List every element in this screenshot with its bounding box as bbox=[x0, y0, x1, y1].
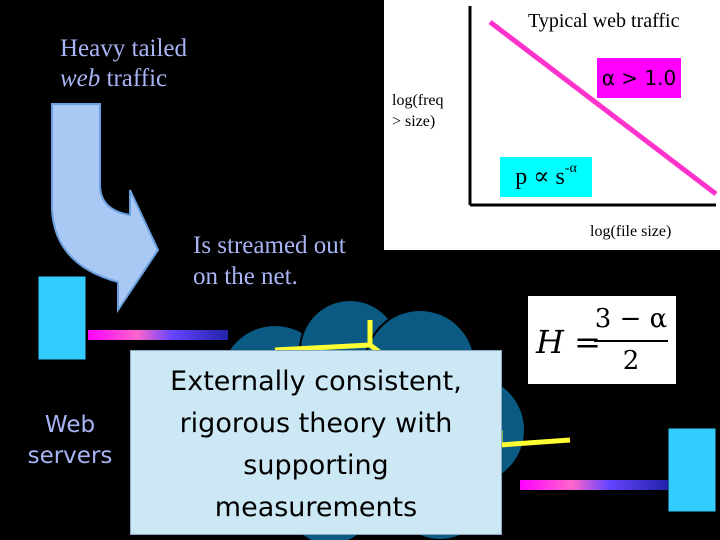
formula-denominator: 2 bbox=[622, 346, 640, 376]
web-servers-line1: Web bbox=[44, 412, 96, 438]
web-server-box bbox=[37, 275, 87, 361]
hurst-formula-box: H = 3 − α 2 bbox=[528, 296, 676, 384]
heavy-tailed-rest: traffic bbox=[100, 65, 168, 92]
heavy-tailed-line1: Heavy tailed bbox=[60, 35, 188, 62]
plot-y-label-line1: log(freq bbox=[392, 92, 444, 109]
streamed-line2: on the net. bbox=[193, 263, 298, 290]
theory-callout: Externally consistent, rigorous theory w… bbox=[130, 350, 502, 535]
web-servers-label: Web servers bbox=[24, 410, 116, 472]
power-law-line bbox=[488, 20, 718, 196]
callout-text: Externally consistent, rigorous theory w… bbox=[170, 366, 462, 523]
streamed-caption: Is streamed out on the net. bbox=[193, 230, 346, 292]
formula-fraction-bar bbox=[594, 340, 668, 342]
heavy-tailed-italic: web bbox=[60, 65, 101, 92]
client-box bbox=[667, 427, 717, 513]
web-servers-line2: servers bbox=[27, 443, 113, 469]
plot-y-label: log(freq > size) bbox=[392, 90, 462, 132]
flow-arrow-icon bbox=[51, 103, 160, 314]
plot-y-label-line2: > size) bbox=[392, 113, 436, 130]
formula-numerator: 3 − α bbox=[594, 304, 668, 334]
traffic-bar-left bbox=[88, 330, 228, 340]
plot-title: Typical web traffic bbox=[528, 10, 680, 32]
heavy-tailed-title: Heavy tailed web traffic bbox=[60, 34, 187, 94]
formula-lhs: H = bbox=[536, 323, 601, 361]
proportionality-base: p ∝ s bbox=[515, 164, 565, 190]
traffic-bar-right bbox=[520, 480, 668, 490]
plot-x-label: log(file size) bbox=[590, 223, 672, 240]
proportionality-exponent: -α bbox=[564, 161, 577, 176]
streamed-line1: Is streamed out bbox=[193, 232, 346, 259]
alpha-condition-box: α > 1.0 bbox=[597, 58, 681, 98]
proportionality-box: p ∝ s-α bbox=[500, 157, 592, 197]
